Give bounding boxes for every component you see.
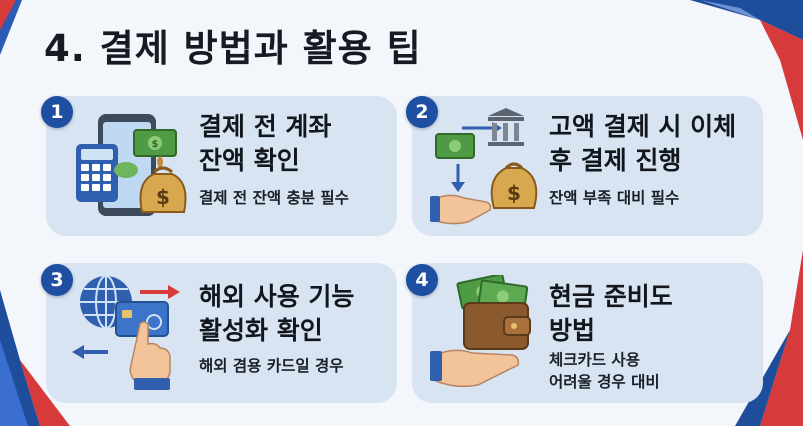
- tip-3-title-line2: 활성화 확인: [199, 316, 323, 345]
- bank-transfer-hand-icon: $: [430, 108, 538, 225]
- globe-card-tap-icon: [72, 275, 180, 390]
- svg-text:$: $: [156, 185, 170, 209]
- step-badge-4: 4: [406, 264, 438, 296]
- svg-text:$: $: [152, 139, 159, 150]
- phone-calculator-money-bag-icon: $ $: [76, 114, 187, 216]
- tip-4-subtitle-line2: 어려울 경우 대비: [549, 373, 660, 391]
- step-badge-1: 1: [41, 96, 73, 128]
- tip-4-title-line2: 방법: [549, 316, 596, 345]
- step-badge-3: 3: [41, 264, 73, 296]
- wallet-cash-hand-icon: [430, 275, 531, 388]
- tip-1-subtitle: 결제 전 잔액 충분 필수: [199, 189, 349, 207]
- tip-1-title-line2: 잔액 확인: [199, 146, 300, 175]
- tip-2-title-line2: 후 결제 진행: [549, 146, 682, 175]
- page-title: 4. 결제 방법과 활용 팁: [44, 27, 422, 70]
- tip-4-title-line1: 현금 준비도: [549, 282, 673, 311]
- tip-4-subtitle-line1: 체크카드 사용: [549, 351, 640, 369]
- step-badge-2: 2: [406, 96, 438, 128]
- tip-2-title-line1: 고액 결제 시 이체: [549, 112, 737, 141]
- tip-3-title-line1: 해외 사용 기능: [199, 282, 355, 311]
- tip-2-subtitle: 잔액 부족 대비 필수: [549, 189, 680, 207]
- tip-1-title-line1: 결제 전 계좌: [199, 112, 332, 141]
- tip-3-subtitle: 해외 겸용 카드일 경우: [199, 357, 344, 375]
- svg-text:$: $: [507, 181, 521, 205]
